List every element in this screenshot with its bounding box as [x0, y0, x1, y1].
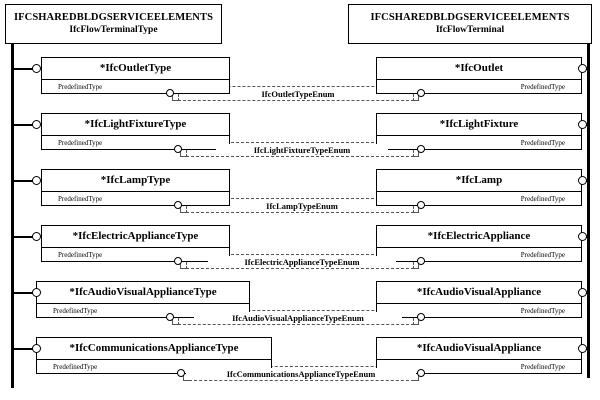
entity-title-occurrence-3: *IfcElectricAppliance	[377, 226, 581, 248]
enum-label-2: IfcLampTypeEnum	[234, 200, 370, 212]
association-end-right-1	[578, 120, 587, 129]
spine-stub-left-3	[12, 236, 34, 238]
entity-attribute-type-1: PredefinedType	[58, 139, 103, 147]
entity-box-occurrence-3[interactable]: *IfcElectricAppliance PredefinedType	[376, 225, 582, 262]
entity-attribute-type-5: PredefinedType	[53, 363, 98, 371]
entity-attribute-type-0: PredefinedType	[58, 83, 103, 91]
spine-stub-right-4	[584, 292, 590, 294]
spine-stub-left-4	[12, 292, 34, 294]
enum-label-5: IfcCommunicationsApplianceTypeEnum	[186, 368, 416, 380]
enum-circle-right-4[interactable]	[417, 313, 425, 321]
association-end-right-3	[578, 232, 587, 241]
enum-circle-right-1[interactable]	[417, 145, 425, 153]
entity-box-occurrence-1[interactable]: *IfcLightFixture PredefinedType	[376, 113, 582, 150]
entity-title-type-2: *IfcLampType	[42, 170, 229, 192]
entity-box-occurrence-4[interactable]: *IfcAudioVisualAppliance PredefinedType	[376, 281, 582, 318]
spine-stub-right-2	[584, 180, 590, 182]
enum-label-0: IfcOutletTypeEnum	[232, 88, 364, 100]
spine-stub-left-5	[12, 348, 34, 350]
entity-box-occurrence-0[interactable]: *IfcOutlet PredefinedType	[376, 57, 582, 94]
enum-circle-right-2[interactable]	[417, 201, 425, 209]
entity-attribute-occurrence-4: PredefinedType	[520, 307, 565, 315]
entity-box-type-3[interactable]: *IfcElectricApplianceType PredefinedType	[41, 225, 230, 262]
entity-attribute-type-2: PredefinedType	[58, 195, 103, 203]
entity-box-occurrence-2[interactable]: *IfcLamp PredefinedType	[376, 169, 582, 206]
entity-box-type-5[interactable]: *IfcCommunicationsApplianceType Predefin…	[36, 337, 272, 374]
entity-attribute-occurrence-0: PredefinedType	[520, 83, 565, 91]
entity-title-occurrence-2: *IfcLamp	[377, 170, 581, 192]
entity-title-type-4: *IfcAudioVisualApplianceType	[37, 282, 249, 304]
entity-attribute-type-3: PredefinedType	[58, 251, 103, 259]
generalization-spine-right	[587, 44, 590, 378]
entity-title-occurrence-0: *IfcOutlet	[377, 58, 581, 80]
spine-stub-right-0	[584, 68, 590, 70]
enum-circle-left-4[interactable]	[166, 313, 174, 321]
package-header-left: IFCSHAREDBLDGSERVICEELEMENTS IfcFlowTerm…	[5, 4, 222, 44]
spine-stub-left-1	[12, 124, 34, 126]
entity-box-type-2[interactable]: *IfcLampType PredefinedType	[41, 169, 230, 206]
package-name-left: IFCSHAREDBLDGSERVICEELEMENTS	[13, 12, 214, 23]
entity-title-occurrence-1: *IfcLightFixture	[377, 114, 581, 136]
enum-circle-left-5[interactable]	[177, 369, 185, 377]
enum-circle-left-3[interactable]	[174, 257, 182, 265]
package-header-right: IFCSHAREDBLDGSERVICEELEMENTS IfcFlowTerm…	[348, 4, 592, 44]
entity-box-type-1[interactable]: *IfcLightFixtureType PredefinedType	[41, 113, 230, 150]
association-end-left-3	[32, 232, 41, 241]
package-name-right: IFCSHAREDBLDGSERVICEELEMENTS	[370, 12, 570, 23]
entity-box-type-0[interactable]: *IfcOutletType PredefinedType	[41, 57, 230, 94]
package-class-right: IfcFlowTerminal	[435, 25, 505, 35]
entity-title-type-0: *IfcOutletType	[42, 58, 229, 80]
association-end-right-5	[578, 344, 587, 353]
entity-title-type-3: *IfcElectricApplianceType	[42, 226, 229, 248]
spine-stub-left-2	[12, 180, 34, 182]
association-end-left-5	[32, 344, 41, 353]
association-end-left-0	[32, 64, 41, 73]
enum-circle-left-2[interactable]	[174, 201, 182, 209]
enum-circle-right-3[interactable]	[417, 257, 425, 265]
entity-attribute-occurrence-5: PredefinedType	[520, 363, 565, 371]
association-end-right-2	[578, 176, 587, 185]
enum-label-3: IfcElectricApplianceTypeEnum	[208, 256, 396, 268]
entity-title-type-5: *IfcCommunicationsApplianceType	[37, 338, 271, 360]
generalization-spine-left	[11, 44, 14, 388]
entity-title-type-1: *IfcLightFixtureType	[42, 114, 229, 136]
association-end-left-2	[32, 176, 41, 185]
enum-label-1: IfcLightFixtureTypeEnum	[216, 144, 388, 156]
enum-circle-right-0[interactable]	[417, 89, 425, 97]
association-end-left-1	[32, 120, 41, 129]
spine-stub-right-3	[584, 236, 590, 238]
package-class-left: IfcFlowTerminalType	[69, 25, 158, 35]
spine-stub-left-0	[12, 68, 34, 70]
entity-box-type-4[interactable]: *IfcAudioVisualApplianceType PredefinedT…	[36, 281, 250, 318]
entity-attribute-occurrence-3: PredefinedType	[520, 251, 565, 259]
entity-title-occurrence-4: *IfcAudioVisualAppliance	[377, 282, 581, 304]
association-end-left-4	[32, 288, 41, 297]
enum-circle-left-0[interactable]	[166, 89, 174, 97]
entity-title-occurrence-5: *IfcAudioVisualAppliance	[377, 338, 581, 360]
enum-label-4: IfcAudioVisualApplianceTypeEnum	[194, 312, 402, 324]
association-end-right-0	[578, 64, 587, 73]
spine-stub-right-1	[584, 124, 590, 126]
entity-attribute-occurrence-1: PredefinedType	[520, 139, 565, 147]
enum-circle-left-1[interactable]	[174, 145, 182, 153]
association-end-right-4	[578, 288, 587, 297]
spine-stub-right-5	[584, 348, 590, 350]
entity-attribute-occurrence-2: PredefinedType	[520, 195, 565, 203]
enum-circle-right-5[interactable]	[417, 369, 425, 377]
entity-attribute-type-4: PredefinedType	[53, 307, 98, 315]
entity-box-occurrence-5[interactable]: *IfcAudioVisualAppliance PredefinedType	[376, 337, 582, 374]
